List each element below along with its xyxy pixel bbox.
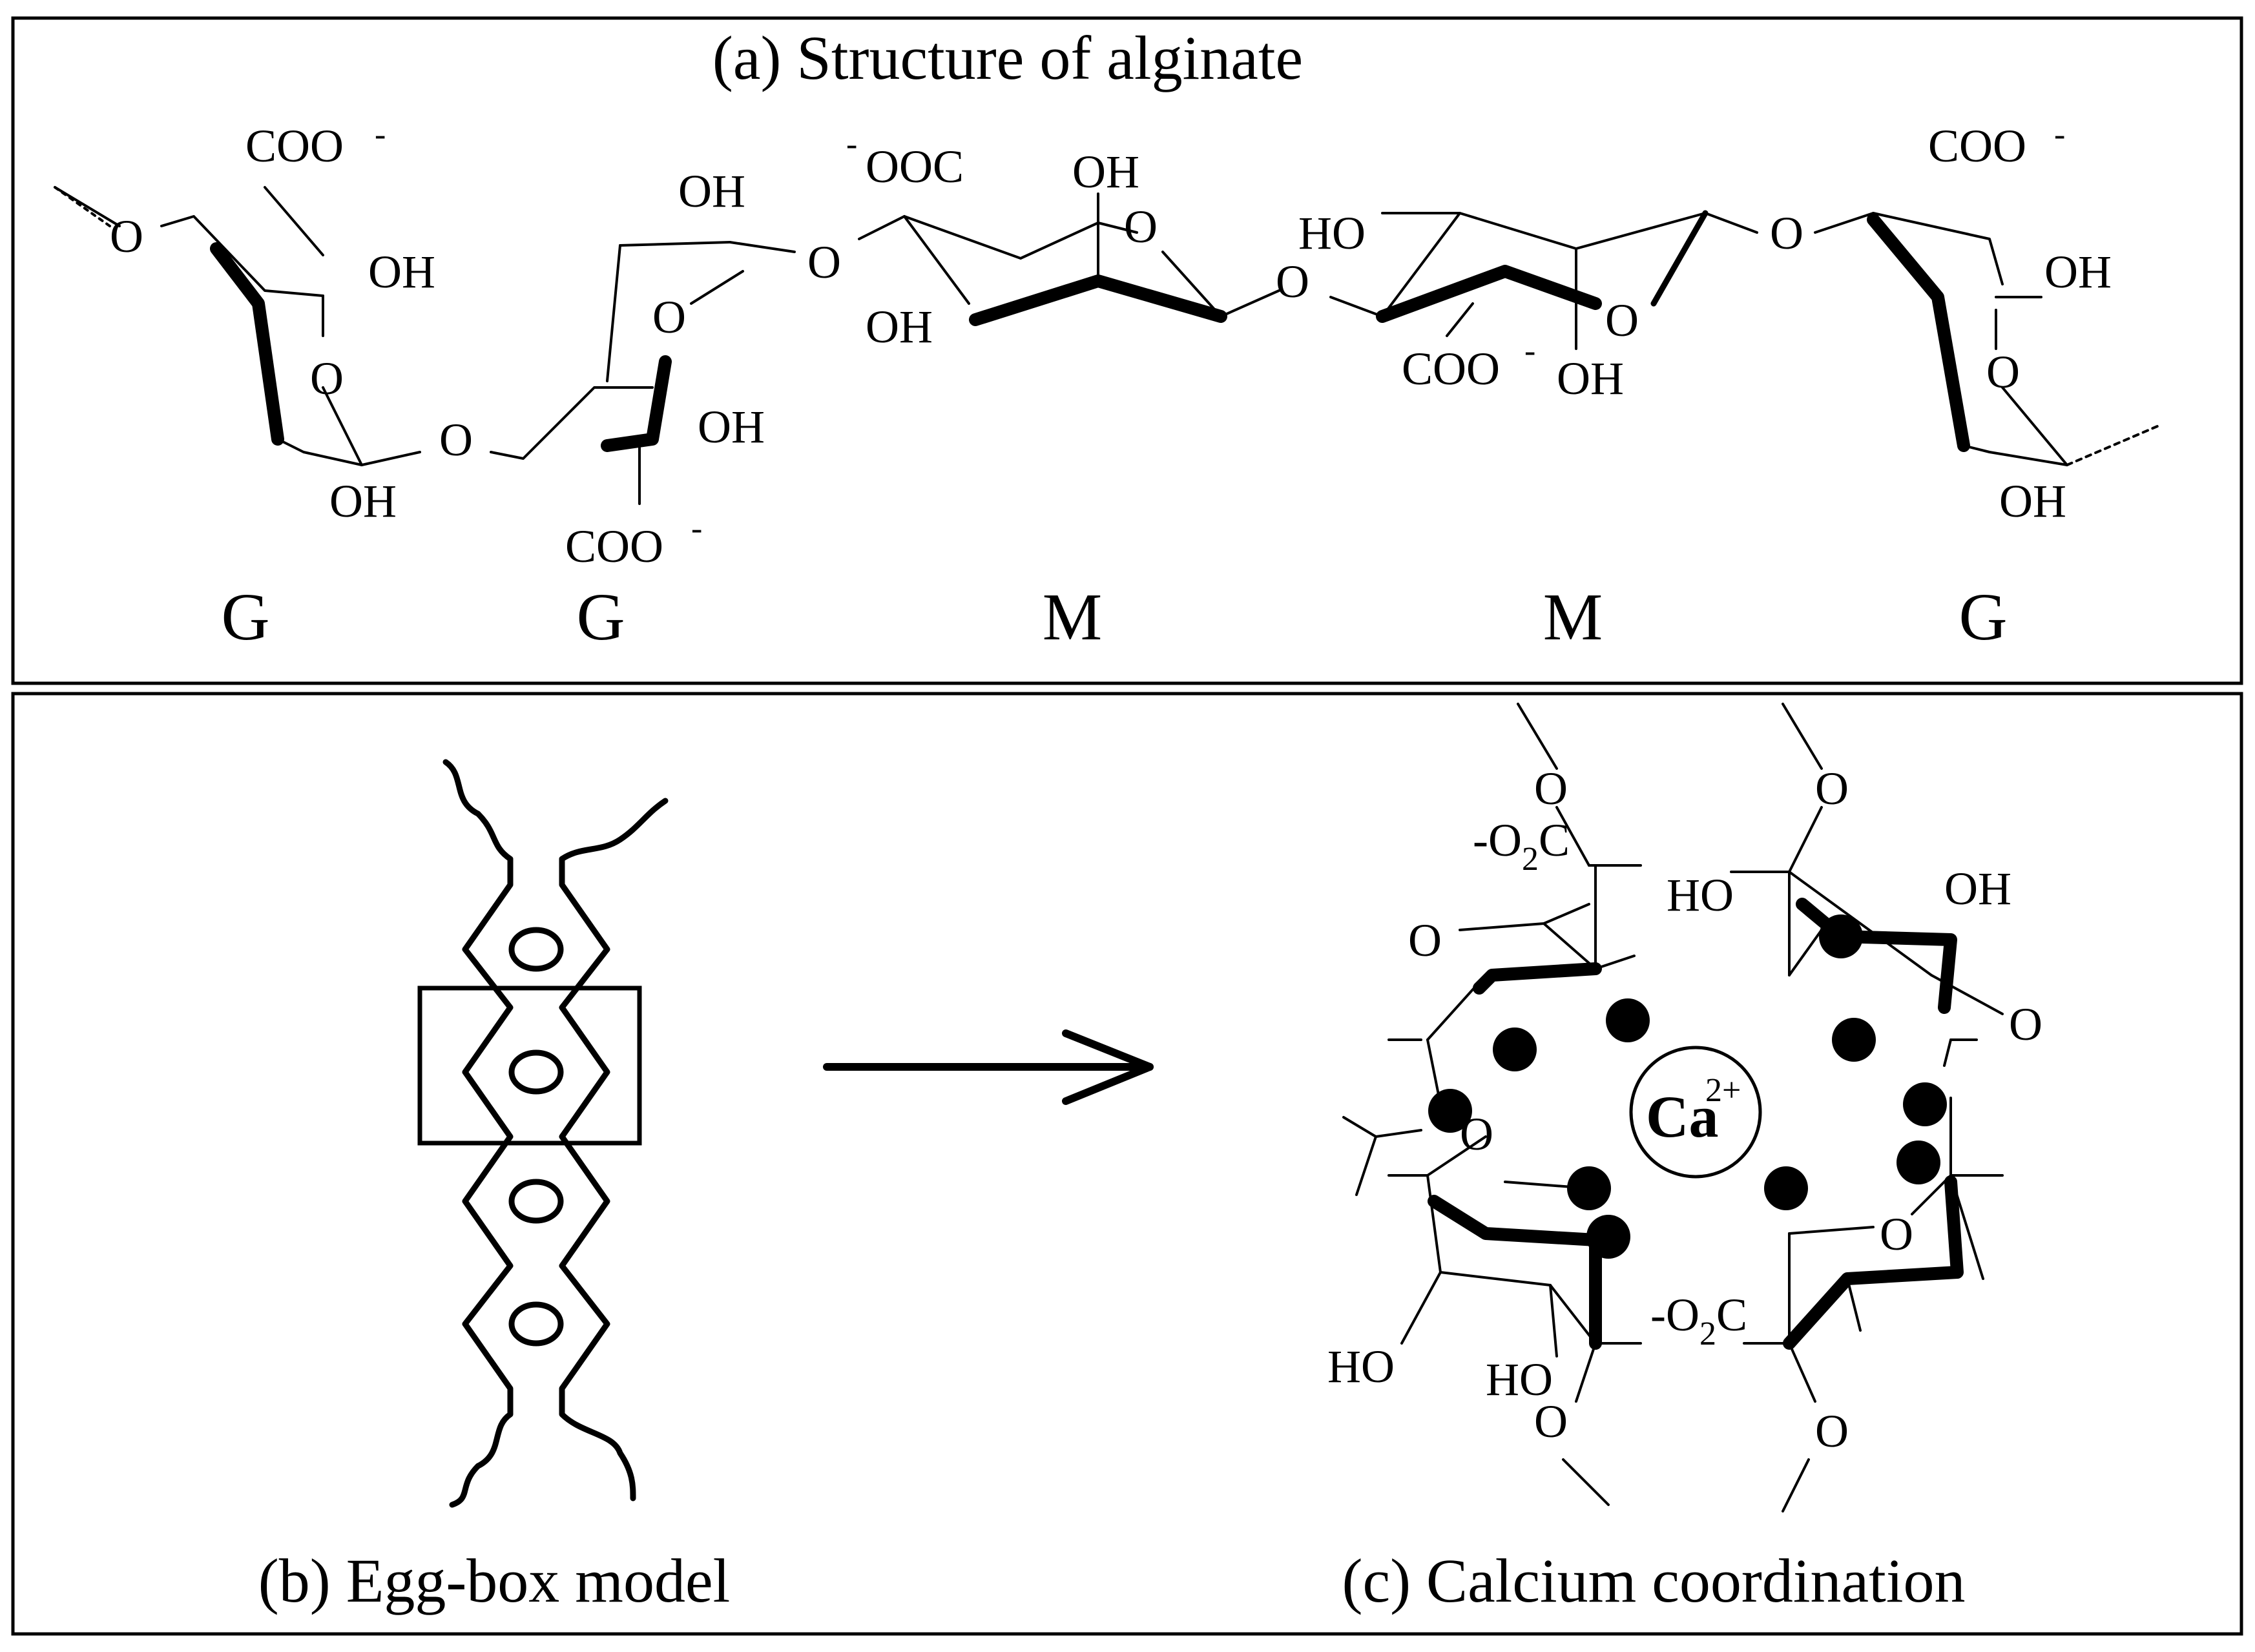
coord-dot (1567, 1166, 1611, 1210)
egg-box-highlight (417, 986, 642, 1146)
panel-b: (b) Egg-box model (258, 759, 731, 1615)
panel-c-caption: (c) Calcium coordination (1342, 1546, 1965, 1615)
coord-dot (1606, 998, 1650, 1042)
c-o-left-upper: O (1408, 914, 1442, 966)
g2-coo-charge: - (691, 510, 702, 547)
coord-dot (1896, 1141, 1940, 1184)
g2-coo: COO (565, 521, 663, 572)
unit-label-5: G (1959, 580, 2007, 654)
coord-dot (1493, 1027, 1537, 1071)
residue-upper-right: O HO OH O (1667, 703, 2042, 1067)
c-o-right-mid: O (2009, 998, 2042, 1050)
g3-oh-top: OH (2044, 246, 2112, 298)
residue-upper-left: O -O2C O (1387, 703, 1642, 1106)
m1-oh-top: OH (1072, 146, 1139, 198)
coord-dot (1832, 1018, 1876, 1062)
unit-g1-structure: O COO - OH O OH (54, 116, 435, 527)
calcium-ion-charge: 2+ (1705, 1072, 1741, 1109)
egg-2 (508, 1049, 564, 1095)
residue-lower-right: O -O2C O (1650, 1097, 2004, 1513)
c-ho-bottom-left: HO (1327, 1341, 1395, 1392)
m2-coo: COO (1402, 343, 1500, 395)
unit-m2-structure: HO O COO - OH (1298, 207, 1758, 404)
link-o-3: O (1276, 256, 1309, 307)
c-o-right-lower: O (1880, 1208, 1913, 1260)
c-o-top-left: O (1534, 763, 1568, 814)
unit-g3-structure: COO - OH O OH (1814, 116, 2159, 527)
unit-label-4: M (1543, 580, 1603, 654)
c-o-bottom-left: O (1534, 1396, 1568, 1447)
egg-box-right-chain (559, 798, 669, 1502)
g2-oh-right: OH (698, 401, 765, 453)
g1-coo-charge: - (375, 116, 386, 153)
c-o-bottom-right: O (1815, 1405, 1849, 1457)
g3-oh-bottom: OH (1999, 475, 2066, 527)
unit-m1-structure: - OOC OH O OH (846, 126, 1280, 353)
m2-o-ring: O (1605, 294, 1639, 346)
coord-dot (1819, 914, 1863, 958)
zoom-arrow (823, 1029, 1154, 1105)
coord-dot (1428, 1089, 1472, 1133)
unit-label-1: G (221, 580, 269, 654)
coord-dot (1586, 1215, 1630, 1259)
m1-oh-left: OH (866, 301, 933, 353)
g1-coo: COO (245, 120, 344, 172)
panel-bc-frame (11, 692, 2243, 1636)
g1-o-left: O (110, 211, 143, 262)
coord-dot (1903, 1082, 1947, 1126)
unit-label-3: M (1043, 580, 1102, 654)
calcium-ion-circle (1629, 1046, 1762, 1179)
m1-ooc-charge: - (846, 126, 857, 163)
unit-label-2: G (576, 580, 625, 654)
c-oh-top: OH (1944, 863, 2011, 914)
unit-g2-structure: OH O OH COO - (490, 165, 796, 572)
residue-lower-left: O HO HO O (1327, 1108, 1642, 1506)
link-o-4: O (1770, 207, 1803, 259)
m1-o-ring: O (1124, 201, 1158, 253)
g1-o-ring: O (310, 353, 344, 404)
m1-ooc: OOC (866, 141, 964, 192)
g1-oh-bottom: OH (329, 475, 397, 527)
egg-1 (508, 927, 564, 972)
link-o-1: O (439, 414, 473, 466)
coord-dot (1764, 1166, 1808, 1210)
g3-o-ring: O (1986, 346, 2020, 398)
egg-4 (508, 1301, 564, 1347)
panel-a-caption: (a) Structure of alginate (712, 23, 1303, 92)
m2-coo-charge: - (1524, 333, 1535, 369)
panel-b-caption: (b) Egg-box model (258, 1546, 731, 1615)
egg-box-left-chain (442, 759, 514, 1508)
g3-coo-charge: - (2054, 116, 2065, 153)
g2-oh-top: OH (678, 165, 745, 217)
c-o2c-top: -O2C (1473, 814, 1570, 878)
g3-coo: COO (1928, 120, 2026, 172)
c-o2c-bottom: -O2C (1650, 1289, 1747, 1352)
link-o-2: O (807, 236, 841, 288)
c-ho-bottom-mid: HO (1486, 1354, 1553, 1405)
m2-ho: HO (1298, 207, 1366, 259)
calcium-ion-symbol: Ca (1646, 1084, 1718, 1150)
egg-3 (508, 1179, 564, 1224)
c-o-top-right: O (1815, 763, 1849, 814)
g2-o-ring: O (652, 291, 686, 343)
panel-a: (a) Structure of alginate O COO - OH O O… (54, 23, 2159, 654)
panel-c: O -O2C O O HO OH O (1327, 703, 2042, 1615)
panel-a-frame (11, 16, 2243, 685)
c-ho-top: HO (1667, 869, 1734, 921)
m2-oh: OH (1557, 353, 1624, 404)
g1-oh-top: OH (368, 246, 435, 298)
